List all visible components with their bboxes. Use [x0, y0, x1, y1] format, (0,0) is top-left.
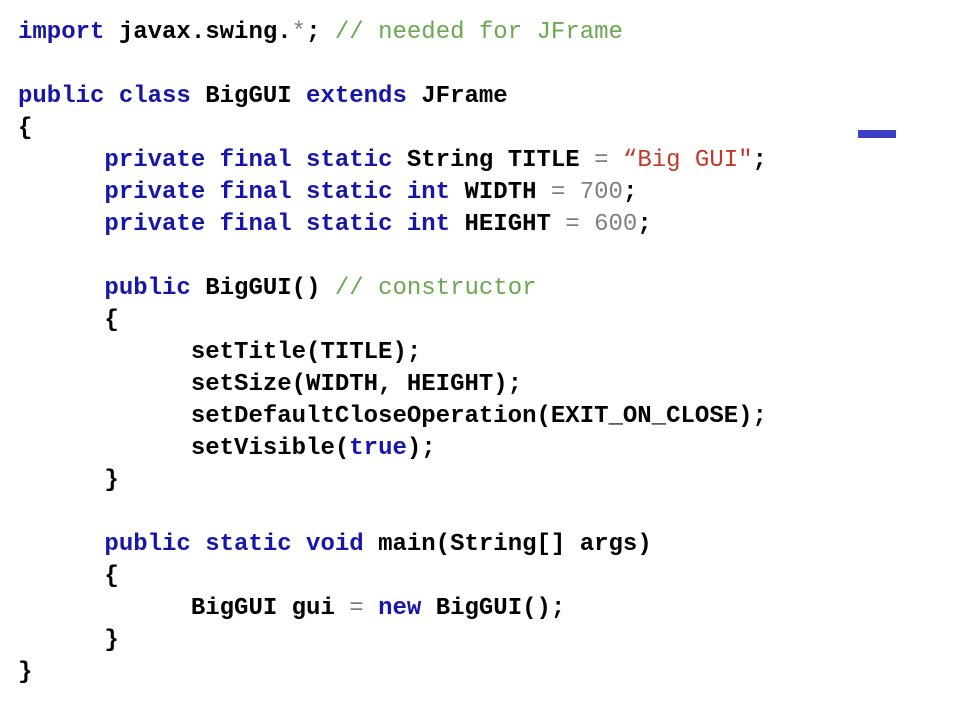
code-token-tx: } — [18, 467, 119, 494]
code-line: { — [18, 113, 767, 145]
code-token-tx: ; — [306, 19, 335, 46]
code-token-cm: // constructor — [334, 275, 537, 302]
code-listing: import javax.swing.*; // needed for JFra… — [18, 17, 767, 689]
code-line: setTitle(TITLE); — [18, 337, 767, 369]
code-line: } — [18, 465, 767, 497]
code-token-kw: true — [349, 435, 407, 462]
code-line-blank — [18, 49, 767, 81]
code-token-tx — [18, 179, 104, 206]
code-token-tx: BigGUI — [190, 83, 307, 110]
code-token-tx — [364, 595, 378, 622]
code-token-tx — [18, 275, 104, 302]
accent-bar — [858, 130, 896, 138]
code-token-tx — [565, 179, 579, 206]
code-line-blank — [18, 497, 767, 529]
code-token-str: “Big GUI" — [622, 147, 753, 174]
code-token-op: * — [291, 19, 307, 46]
code-line: { — [18, 561, 767, 593]
code-token-cm: // needed for JFrame — [334, 19, 623, 46]
code-token-tx: { — [18, 307, 119, 334]
code-token-tx: String TITLE — [392, 147, 595, 174]
code-line: public BigGUI() // constructor — [18, 273, 767, 305]
code-token-op: = — [594, 147, 609, 174]
code-token-tx: HEIGHT — [450, 211, 566, 238]
code-token-kw: private final static int — [104, 211, 451, 238]
code-line: BigGUI gui = new BigGUI(); — [18, 593, 767, 625]
code-token-num: 600 — [594, 211, 638, 238]
code-token-tx: ); — [406, 435, 436, 462]
code-token-tx: ; — [752, 147, 767, 174]
code-line: public static void main(String[] args) — [18, 529, 767, 561]
code-line: import javax.swing.*; // needed for JFra… — [18, 17, 767, 49]
code-line: setDefaultCloseOperation(EXIT_ON_CLOSE); — [18, 401, 767, 433]
code-token-tx: { — [18, 115, 33, 142]
code-token-tx — [18, 531, 104, 558]
code-line: { — [18, 305, 767, 337]
code-token-tx: BigGUI() — [190, 275, 335, 302]
code-line: setSize(WIDTH, HEIGHT); — [18, 369, 767, 401]
code-line: } — [18, 625, 767, 657]
code-line: setVisible(true); — [18, 433, 767, 465]
code-token-kw: public — [104, 275, 191, 302]
code-token-tx — [18, 211, 104, 238]
code-token-tx: setDefaultCloseOperation(EXIT_ON_CLOSE); — [18, 403, 767, 430]
code-token-tx: setSize(WIDTH, HEIGHT); — [18, 371, 523, 398]
code-token-tx — [580, 211, 594, 238]
code-token-kw: extends — [306, 83, 407, 110]
code-token-tx: WIDTH — [450, 179, 551, 206]
code-token-tx: { — [18, 563, 119, 590]
code-token-op: = — [565, 211, 580, 238]
code-token-tx: BigGUI gui — [18, 595, 350, 622]
code-token-tx: } — [18, 627, 119, 654]
code-token-kw: new — [378, 595, 422, 622]
code-token-op: = — [550, 179, 566, 206]
code-line: public class BigGUI extends JFrame — [18, 81, 767, 113]
code-token-kw: import — [18, 19, 105, 46]
code-token-tx: setVisible( — [18, 435, 350, 462]
code-token-tx — [18, 147, 104, 174]
code-token-tx: JFrame — [406, 83, 508, 110]
code-token-tx: setTitle(TITLE); — [18, 339, 422, 366]
code-token-tx: javax.swing. — [104, 19, 292, 46]
code-token-tx: } — [18, 659, 33, 686]
code-line: } — [18, 657, 767, 689]
code-token-tx: ; — [637, 211, 652, 238]
code-token-kw: private final static — [104, 147, 393, 174]
code-token-kw: private final static int — [104, 179, 451, 206]
code-line-blank — [18, 241, 767, 273]
code-token-op: = — [349, 595, 364, 622]
code-token-num: 700 — [579, 179, 623, 206]
code-token-tx: main(String[] args) — [363, 531, 652, 558]
code-token-tx: ; — [622, 179, 638, 206]
code-token-kw: public class — [18, 83, 191, 110]
code-line: private final static String TITLE = “Big… — [18, 145, 767, 177]
code-token-tx: BigGUI(); — [421, 595, 566, 622]
code-token-kw: public static void — [104, 531, 364, 558]
code-line: private final static int WIDTH = 700; — [18, 177, 767, 209]
code-token-tx — [609, 147, 623, 174]
code-line: private final static int HEIGHT = 600; — [18, 209, 767, 241]
